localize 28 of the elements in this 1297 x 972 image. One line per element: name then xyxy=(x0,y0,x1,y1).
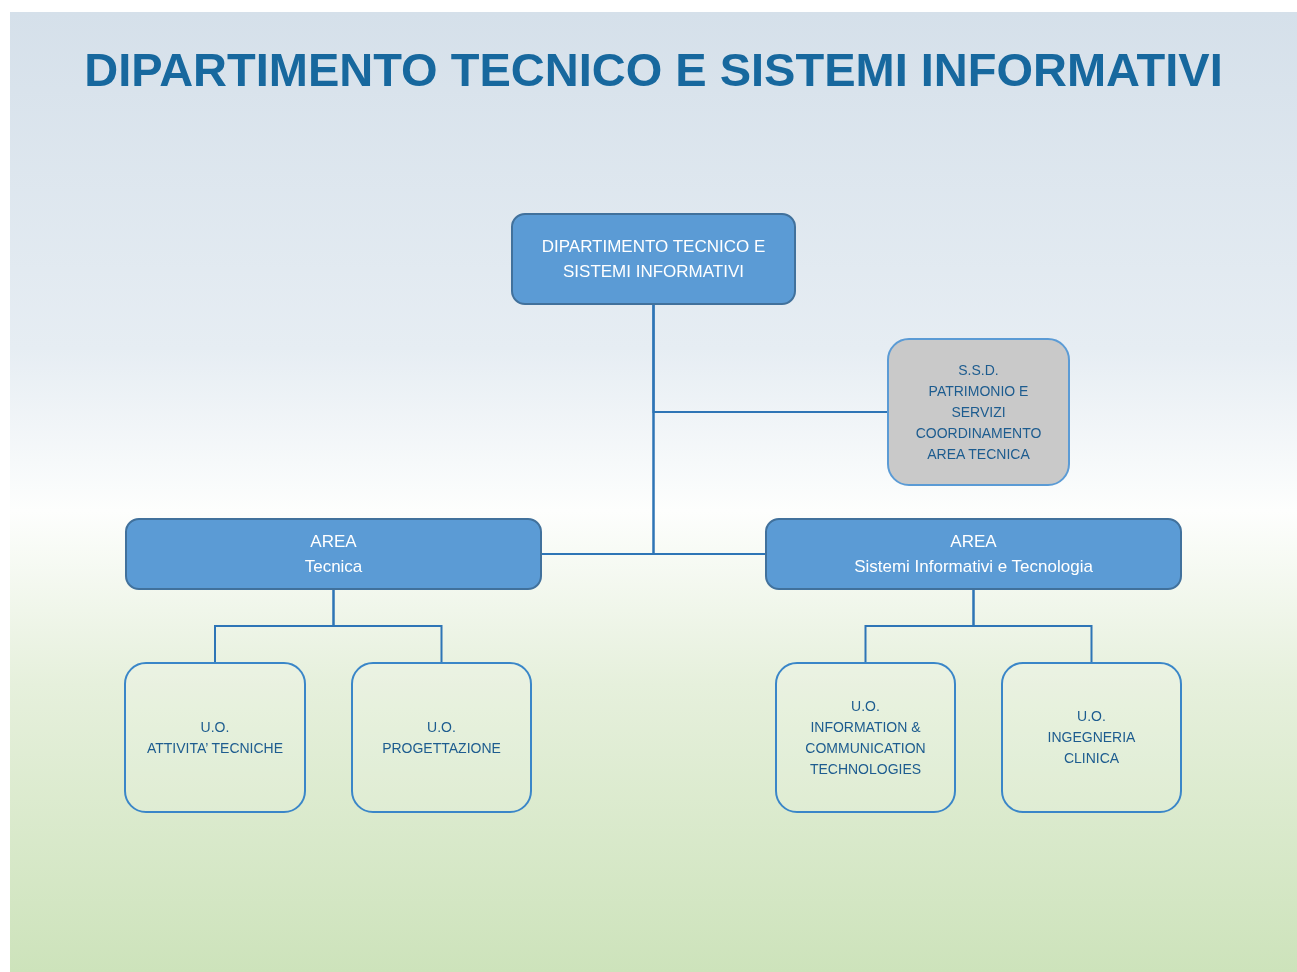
unit-label: INFORMATION & COMMUNICATION TECHNOLOGIES xyxy=(804,717,927,779)
unit-label: AREA xyxy=(310,530,357,553)
unit-box xyxy=(765,518,1182,590)
page-title: DIPARTIMENTO TECNICO E SISTEMI INFORMATIVI xyxy=(83,42,1224,97)
staff-unit-box xyxy=(887,338,1070,486)
unit-label: Tecnica xyxy=(304,556,363,578)
unit-label: INGEGNERIA CLINICA xyxy=(1046,728,1137,768)
unit-box xyxy=(775,662,956,813)
unit-label: U.O. xyxy=(1077,707,1106,726)
unit-label: PATRIMONIO E SERVIZI xyxy=(927,381,1030,422)
unit-label: U.O. xyxy=(427,717,456,737)
unit-label: Sistemi Informativi e Tecnologia xyxy=(854,556,1093,578)
connector-line xyxy=(652,304,766,555)
unit-label: COORDINAMENTO AREA TECNICA xyxy=(914,423,1043,464)
unit-box xyxy=(351,662,532,813)
unit-box xyxy=(124,662,306,813)
unit-label: U.O. xyxy=(200,717,230,737)
unit-box xyxy=(511,213,796,305)
unit-box xyxy=(125,518,542,590)
connector-line xyxy=(332,589,443,663)
unit-label: U.O. xyxy=(851,696,880,716)
unit-label: DIPARTIMENTO TECNICO E SISTEMI INFORMATIVI xyxy=(540,235,767,283)
unit-label: PROGETTAZIONE xyxy=(382,738,501,758)
unit-box xyxy=(1001,662,1182,813)
unit-label: ATTIVITA’ TECNICHE xyxy=(146,738,284,758)
unit-label: AREA xyxy=(950,530,997,553)
connector-line xyxy=(972,589,1093,663)
unit-label: S.S.D. xyxy=(958,360,999,380)
